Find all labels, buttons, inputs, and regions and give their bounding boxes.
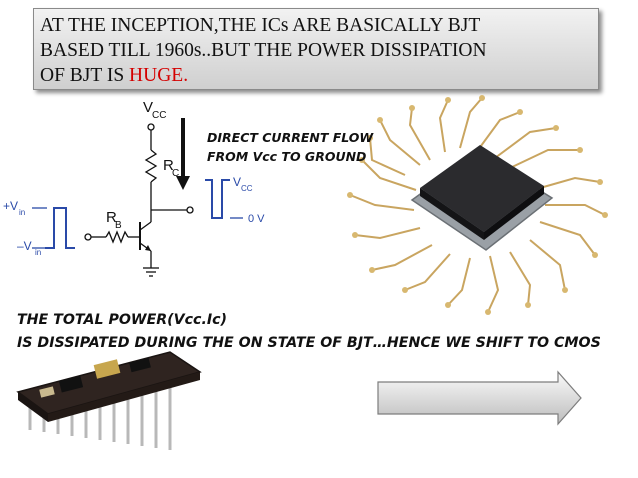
out-vcc-sub: CC — [241, 184, 253, 193]
rc-resistor — [144, 149, 158, 183]
conclusion-text: THE TOTAL POWER(Vcc.Ic) IS DISSIPATED DU… — [17, 309, 601, 355]
title-highlight: HUGE. — [129, 65, 189, 86]
output-terminal — [186, 206, 194, 214]
vcc-terminal — [147, 123, 155, 131]
vin-neg-label: –V — [17, 239, 32, 253]
dip-chip-image — [16, 351, 202, 450]
title-line-3-text: OF BJT IS — [40, 65, 130, 86]
output-waveform — [205, 179, 230, 219]
rb-label: R — [106, 209, 117, 226]
vin-pos-label: +V — [3, 199, 18, 213]
vcc-label-sub: CC — [152, 110, 166, 121]
conclusion-line-1: THE TOTAL POWER(Vcc.Ic) — [17, 312, 228, 328]
rc-label: R — [163, 157, 174, 174]
input-waveform — [45, 207, 75, 249]
vin-neg-sub: in — [35, 248, 41, 257]
emitter-arrow — [145, 245, 151, 251]
right-arrow-shape — [377, 370, 582, 426]
vcc-label: V — [143, 99, 153, 116]
input-terminal — [84, 233, 92, 241]
title-line-1: AT THE INCEPTION,THE ICs ARE BASICALLY B… — [40, 15, 481, 36]
title-line-2: BASED TILL 1960s..BUT THE POWER DISSIPAT… — [40, 40, 487, 61]
title-line-3: OF BJT IS HUGE. — [40, 63, 592, 88]
rb-resistor — [105, 230, 129, 244]
conclusion-line-2: IS DISSIPATED DURING THE ON STATE OF BJT… — [17, 335, 601, 351]
title-box: AT THE INCEPTION,THE ICs ARE BASICALLY B… — [33, 8, 599, 90]
flow-note-line-1: DIRECT CURRENT FLOW — [207, 130, 374, 145]
rc-label-sub: C — [172, 168, 179, 179]
rb-label-sub: B — [115, 220, 122, 231]
out-vcc-label: V — [233, 175, 241, 189]
flow-note-line-2: FROM Vcc TO GROUND — [207, 149, 367, 164]
microchip-image — [347, 95, 608, 315]
vin-pos-sub: in — [19, 208, 25, 217]
out-zero-label: 0 V — [248, 213, 265, 225]
current-flow-note: DIRECT CURRENT FLOW FROM Vcc TO GROUND — [207, 128, 373, 166]
